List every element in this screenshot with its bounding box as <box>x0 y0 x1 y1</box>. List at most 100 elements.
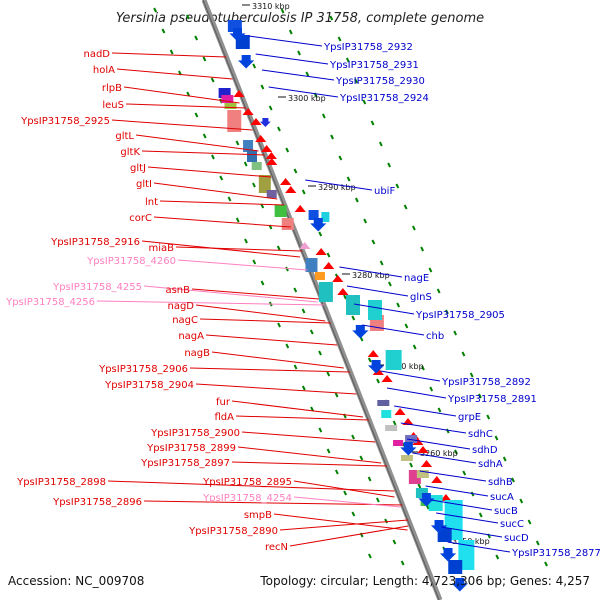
right-gene-label[interactable]: YpsIP31758_2891 <box>447 394 537 405</box>
scale-dot <box>186 91 191 97</box>
left-gene-label[interactable]: YpsIP31758_2900 <box>150 428 240 439</box>
right-gene-label[interactable]: sucA <box>490 492 514 503</box>
right-gene-label[interactable]: YpsIP31758_2931 <box>329 60 419 71</box>
gene-feature-right <box>437 528 452 542</box>
gene-feature-left <box>227 110 242 132</box>
left-leader-line <box>159 200 285 206</box>
right-gene-label[interactable]: YpsIP31758_2892 <box>441 377 531 388</box>
left-gene-label[interactable]: gltL <box>115 131 134 142</box>
scale-dot <box>392 539 397 545</box>
scale-dot <box>494 435 499 441</box>
left-gene-label[interactable]: recN <box>265 542 288 553</box>
scale-dot <box>343 490 348 496</box>
scale-dot <box>420 246 425 252</box>
scale-dot <box>285 266 289 272</box>
left-gene-label[interactable]: smpB <box>244 510 272 521</box>
left-gene-label[interactable]: holA <box>93 65 115 76</box>
left-gene-label[interactable]: YpsIP31758_2898 <box>16 477 106 488</box>
left-gene-label[interactable]: nagB <box>184 348 210 359</box>
right-gene-label[interactable]: YpsIP31758_2932 <box>323 42 413 53</box>
gene-arrow-right <box>451 578 468 592</box>
left-leader-line <box>289 525 409 547</box>
scale-dot <box>337 36 342 42</box>
right-gene-label[interactable]: YpsIP31758_2905 <box>415 310 505 321</box>
right-leader-line <box>407 438 471 450</box>
gene-arrow-right <box>229 28 246 42</box>
scale-dot <box>535 540 540 546</box>
scale-dot <box>367 357 372 363</box>
right-gene-label[interactable]: grpE <box>458 412 481 423</box>
left-gene-label[interactable]: corC <box>129 213 152 224</box>
scale-dot <box>326 252 331 258</box>
left-gene-label[interactable]: YpsIP31758_4260 <box>86 256 176 267</box>
right-gene-label[interactable]: sdhD <box>472 445 498 456</box>
left-gene-label[interactable]: lnt <box>145 197 158 208</box>
gene-feature-left <box>246 150 257 162</box>
left-gene-label[interactable]: YpsIP31758_4256 <box>5 297 95 308</box>
right-gene-label[interactable]: sucC <box>500 519 524 530</box>
left-gene-label[interactable]: YpsIP31758_4254 <box>202 493 292 504</box>
left-gene-label[interactable]: asnB <box>165 285 190 296</box>
right-gene-label[interactable]: sdhA <box>478 459 503 470</box>
gene-feature-left <box>377 400 390 406</box>
scale-tick-label: 3270 kbp <box>386 362 424 371</box>
scale-dot <box>363 218 368 224</box>
left-gene-label[interactable]: gltJ <box>130 163 146 174</box>
right-leader-line <box>400 422 467 434</box>
right-gene-label[interactable]: nagE <box>404 273 429 284</box>
left-gene-label[interactable]: YpsIP31758_2896 <box>52 497 142 508</box>
right-leader-line <box>362 324 425 336</box>
left-leader-line <box>111 52 227 58</box>
right-leader-line <box>339 266 403 278</box>
right-gene-label[interactable]: glnS <box>410 292 432 303</box>
left-gene-label[interactable]: fur <box>216 397 231 408</box>
left-gene-label[interactable]: YpsIP31758_2895 <box>202 477 292 488</box>
left-gene-label[interactable]: nagD <box>167 301 194 312</box>
scale-dot <box>211 154 215 160</box>
scale-dot <box>437 407 442 413</box>
gene-arrow-left <box>381 375 393 382</box>
scale-dot <box>219 175 224 181</box>
right-gene-label[interactable]: chb <box>426 331 444 342</box>
left-gene-label[interactable]: fldA <box>215 412 235 423</box>
right-gene-label[interactable]: YpsIP31758_2930 <box>335 76 425 87</box>
left-gene-label[interactable]: nadD <box>83 49 110 60</box>
left-gene-label[interactable]: miaB <box>148 243 174 254</box>
left-gene-label[interactable]: gltI <box>136 179 152 190</box>
right-gene-label[interactable]: sdhB <box>488 477 513 488</box>
left-gene-label[interactable]: YpsIP31758_4255 <box>52 282 142 293</box>
left-gene-label[interactable]: gltK <box>120 147 140 158</box>
right-gene-label[interactable]: sucB <box>494 506 518 517</box>
right-leader-line <box>419 470 487 482</box>
right-gene-label[interactable]: ubiF <box>374 186 395 197</box>
left-gene-label[interactable]: nagA <box>178 331 204 342</box>
scale-dot <box>367 476 372 482</box>
left-gene-label[interactable]: YpsIP31758_2890 <box>188 526 278 537</box>
scale-dot <box>268 105 273 111</box>
scale-dot <box>371 239 376 245</box>
right-gene-label[interactable]: sucD <box>504 533 529 544</box>
map-title: Yersinia pseudotuberculosis IP 31758, co… <box>116 11 484 26</box>
right-gene-label[interactable]: YpsIP31758_2877 <box>511 548 600 559</box>
left-gene-label[interactable]: rlpB <box>102 83 122 94</box>
scale-dot <box>194 35 199 41</box>
left-leader-line <box>147 166 272 178</box>
scale-dot <box>276 245 281 251</box>
scale-dot <box>309 329 314 335</box>
left-leader-line <box>205 334 338 346</box>
left-gene-label[interactable]: YpsIP31758_2906 <box>98 364 188 375</box>
scale-dot <box>388 281 392 287</box>
left-gene-label[interactable]: YpsIP31758_2899 <box>146 443 236 454</box>
right-gene-label[interactable]: sdhC <box>468 429 493 440</box>
left-leader-line <box>293 480 395 498</box>
right-gene-label[interactable]: YpsIP31758_2924 <box>339 93 429 104</box>
gene-feature-left <box>224 103 237 109</box>
left-gene-label[interactable]: leuS <box>102 100 124 111</box>
left-gene-label[interactable]: YpsIP31758_2925 <box>20 116 110 127</box>
gene-feature-right <box>405 435 418 443</box>
gene-arrow-left <box>412 438 424 445</box>
left-gene-label[interactable]: YpsIP31758_2916 <box>50 237 140 248</box>
left-gene-label[interactable]: YpsIP31758_2904 <box>104 380 194 391</box>
left-gene-label[interactable]: YpsIP31758_2897 <box>140 458 230 469</box>
left-gene-label[interactable]: nagC <box>172 315 198 326</box>
